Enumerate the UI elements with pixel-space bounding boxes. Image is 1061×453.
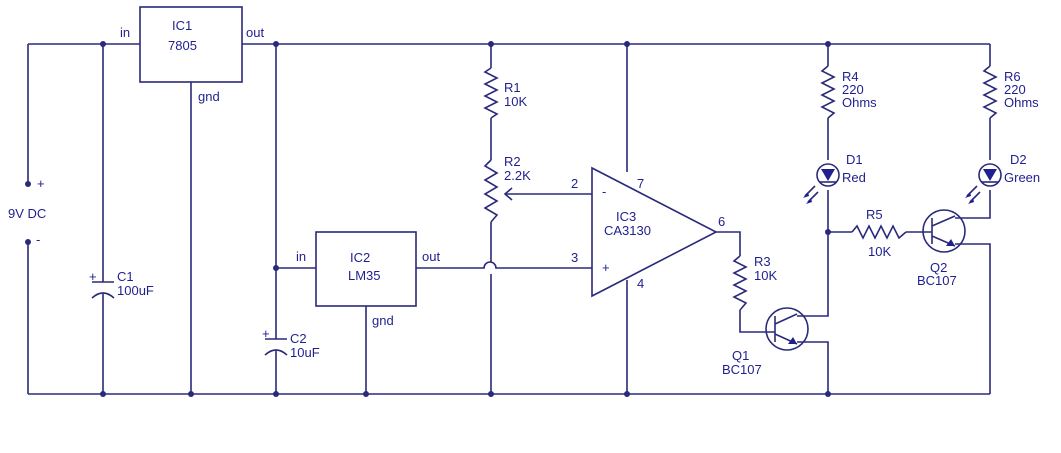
- svg-text:BC107: BC107: [917, 273, 957, 288]
- svg-text:6: 6: [718, 214, 725, 229]
- svg-text:+: +: [89, 269, 97, 284]
- svg-text:100uF: 100uF: [117, 283, 154, 298]
- resistor-r6: R6 220 Ohms: [982, 65, 1039, 119]
- resistor-r3: R3 10K: [732, 254, 777, 311]
- supply-label: 9V DC: [8, 206, 46, 221]
- svg-text:Ohms: Ohms: [842, 95, 877, 110]
- svg-text:10K: 10K: [868, 244, 891, 259]
- svg-text:Q2: Q2: [930, 260, 947, 275]
- svg-text:-: -: [602, 184, 606, 199]
- svg-text:10uF: 10uF: [290, 345, 320, 360]
- svg-text:Red: Red: [842, 170, 866, 185]
- svg-text:C2: C2: [290, 331, 307, 346]
- svg-text:gnd: gnd: [198, 89, 220, 104]
- svg-text:C1: C1: [117, 269, 134, 284]
- ic1-regulator: IC1 7805 in out gnd: [120, 6, 264, 104]
- supply-terminals: + - 9V DC: [8, 176, 46, 247]
- junction-dots: [25, 41, 831, 397]
- led-d1: D1 Red: [803, 152, 866, 204]
- ic2-sensor: IC2 LM35 in out gnd: [296, 231, 440, 328]
- svg-text:R3: R3: [754, 254, 771, 269]
- resistor-r4: R4 220 Ohms: [820, 65, 877, 119]
- capacitor-c1: + C1 100uF: [89, 269, 154, 299]
- svg-text:7805: 7805: [168, 38, 197, 53]
- svg-text:out: out: [422, 249, 440, 264]
- svg-text:Green: Green: [1004, 170, 1040, 185]
- svg-text:Q1: Q1: [732, 348, 749, 363]
- ic3-opamp: - + IC3 CA3130 2 3 7 4 6: [571, 166, 725, 298]
- svg-text:220: 220: [842, 82, 864, 97]
- svg-text:10K: 10K: [754, 268, 777, 283]
- svg-text:gnd: gnd: [372, 313, 394, 328]
- svg-text:BC107: BC107: [722, 362, 762, 377]
- led-d2: D2 Green: [965, 152, 1040, 204]
- transistor-q2: Q2 BC107: [917, 209, 966, 288]
- resistor-r1: R1 10K: [483, 67, 527, 119]
- svg-text:2.2K: 2.2K: [504, 168, 531, 183]
- svg-text:+: +: [602, 260, 610, 275]
- svg-text:10K: 10K: [504, 94, 527, 109]
- svg-text:out: out: [246, 25, 264, 40]
- svg-text:3: 3: [571, 250, 578, 265]
- svg-text:+: +: [37, 176, 45, 191]
- svg-text:R2: R2: [504, 154, 521, 169]
- svg-text:2: 2: [571, 176, 578, 191]
- svg-text:CA3130: CA3130: [604, 223, 651, 238]
- svg-text:in: in: [120, 25, 130, 40]
- svg-text:R4: R4: [842, 69, 859, 84]
- resistor-r5: R5 10K: [851, 207, 907, 259]
- svg-text:IC3: IC3: [616, 209, 636, 224]
- svg-text:IC1: IC1: [172, 18, 192, 33]
- svg-text:-: -: [36, 232, 40, 247]
- capacitor-c2: + C2 10uF: [262, 326, 320, 360]
- svg-text:D1: D1: [846, 152, 863, 167]
- svg-text:D2: D2: [1010, 152, 1027, 167]
- svg-text:LM35: LM35: [348, 268, 381, 283]
- svg-text:in: in: [296, 249, 306, 264]
- svg-text:Ohms: Ohms: [1004, 95, 1039, 110]
- svg-text:7: 7: [637, 176, 644, 191]
- resistor-r2: R2 2.2K: [483, 154, 531, 223]
- svg-text:R6: R6: [1004, 69, 1021, 84]
- transistor-q1: Q1 BC107: [722, 307, 809, 377]
- svg-text:+: +: [262, 326, 270, 341]
- svg-text:R5: R5: [866, 207, 883, 222]
- svg-text:R1: R1: [504, 80, 521, 95]
- svg-text:4: 4: [637, 276, 644, 291]
- svg-text:220: 220: [1004, 82, 1026, 97]
- svg-text:IC2: IC2: [350, 250, 370, 265]
